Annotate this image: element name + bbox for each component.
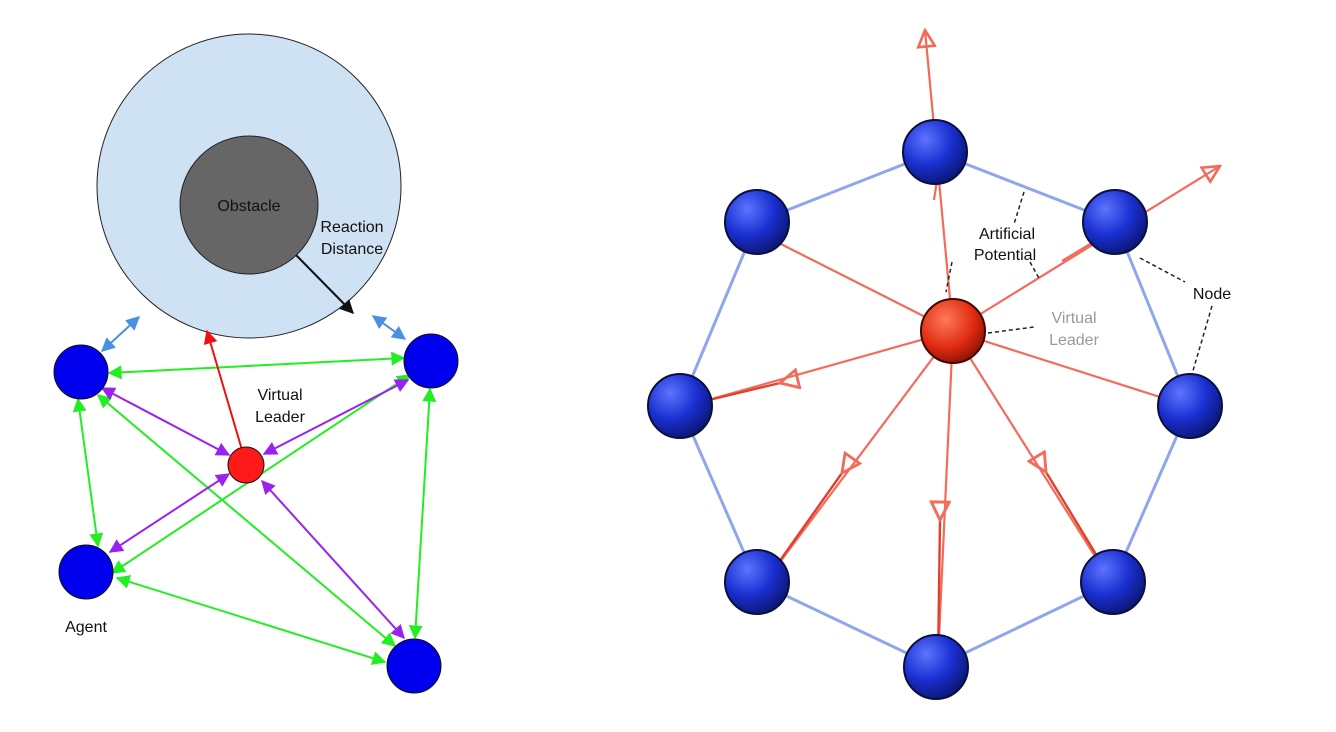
potential-spoke xyxy=(763,235,954,332)
right-leader-label-1: Virtual xyxy=(1051,310,1096,327)
leader-label-1: Virtual xyxy=(257,387,302,404)
green-link xyxy=(72,397,104,548)
potential-label-1: Artificial xyxy=(979,226,1035,243)
formation-node xyxy=(903,634,969,700)
obstacle xyxy=(179,135,319,275)
formation-node xyxy=(647,373,713,439)
reaction-label-2: Distance xyxy=(321,241,383,258)
potential-spoke xyxy=(952,329,1187,408)
node-leader-line xyxy=(1139,257,1186,283)
obstacle-link-right xyxy=(371,315,407,340)
potential-leader-line xyxy=(1013,191,1025,225)
leader-heading-arrow xyxy=(203,329,243,451)
purple-link xyxy=(108,473,231,553)
formation-node xyxy=(1082,189,1148,255)
leader-label-2: Leader xyxy=(255,409,305,426)
agent-top-left xyxy=(53,344,109,400)
obstacle-label: Obstacle xyxy=(217,198,280,215)
purple-link xyxy=(100,387,231,456)
potential-label-2: Potential xyxy=(974,247,1036,264)
potential-leader-line xyxy=(1029,261,1041,281)
agent-top-right xyxy=(403,333,459,389)
potential-spoke xyxy=(936,330,955,661)
agent-label: Agent xyxy=(65,619,107,636)
potential-spoke xyxy=(952,166,1220,332)
green-link xyxy=(115,575,387,665)
purple-link xyxy=(262,379,410,455)
potential-spoke xyxy=(764,330,954,583)
formation-node xyxy=(902,119,968,185)
agent-bottom-left xyxy=(58,544,114,600)
green-link xyxy=(96,394,397,647)
reaction-label-1: Reaction xyxy=(320,219,383,236)
virtual-leader xyxy=(227,446,265,484)
formation-node xyxy=(1080,549,1146,615)
left-diagram: Obstacle Reaction Distance Virtual Leade… xyxy=(53,33,459,694)
agent-bottom-right xyxy=(386,638,442,694)
right-leader-label-2: Leader xyxy=(1049,332,1099,349)
formation-node xyxy=(724,549,790,615)
obstacle-link-left xyxy=(100,316,141,352)
virtual-leader-node xyxy=(920,298,986,364)
spring-arrows xyxy=(684,383,1116,664)
formation-node xyxy=(1157,373,1223,439)
potential-leader-line xyxy=(945,261,953,293)
potential-spoke xyxy=(952,330,1111,581)
node-leader-line xyxy=(1191,305,1213,375)
formation-node xyxy=(724,189,790,255)
node-label: Node xyxy=(1193,286,1231,303)
purple-link xyxy=(261,479,405,640)
right-diagram: Artificial Potential Node Virtual Leader xyxy=(647,30,1231,700)
green-link xyxy=(408,387,437,640)
leader-label-line xyxy=(987,326,1035,334)
reaction-distance-arrow xyxy=(295,254,354,314)
green-link xyxy=(107,351,406,380)
